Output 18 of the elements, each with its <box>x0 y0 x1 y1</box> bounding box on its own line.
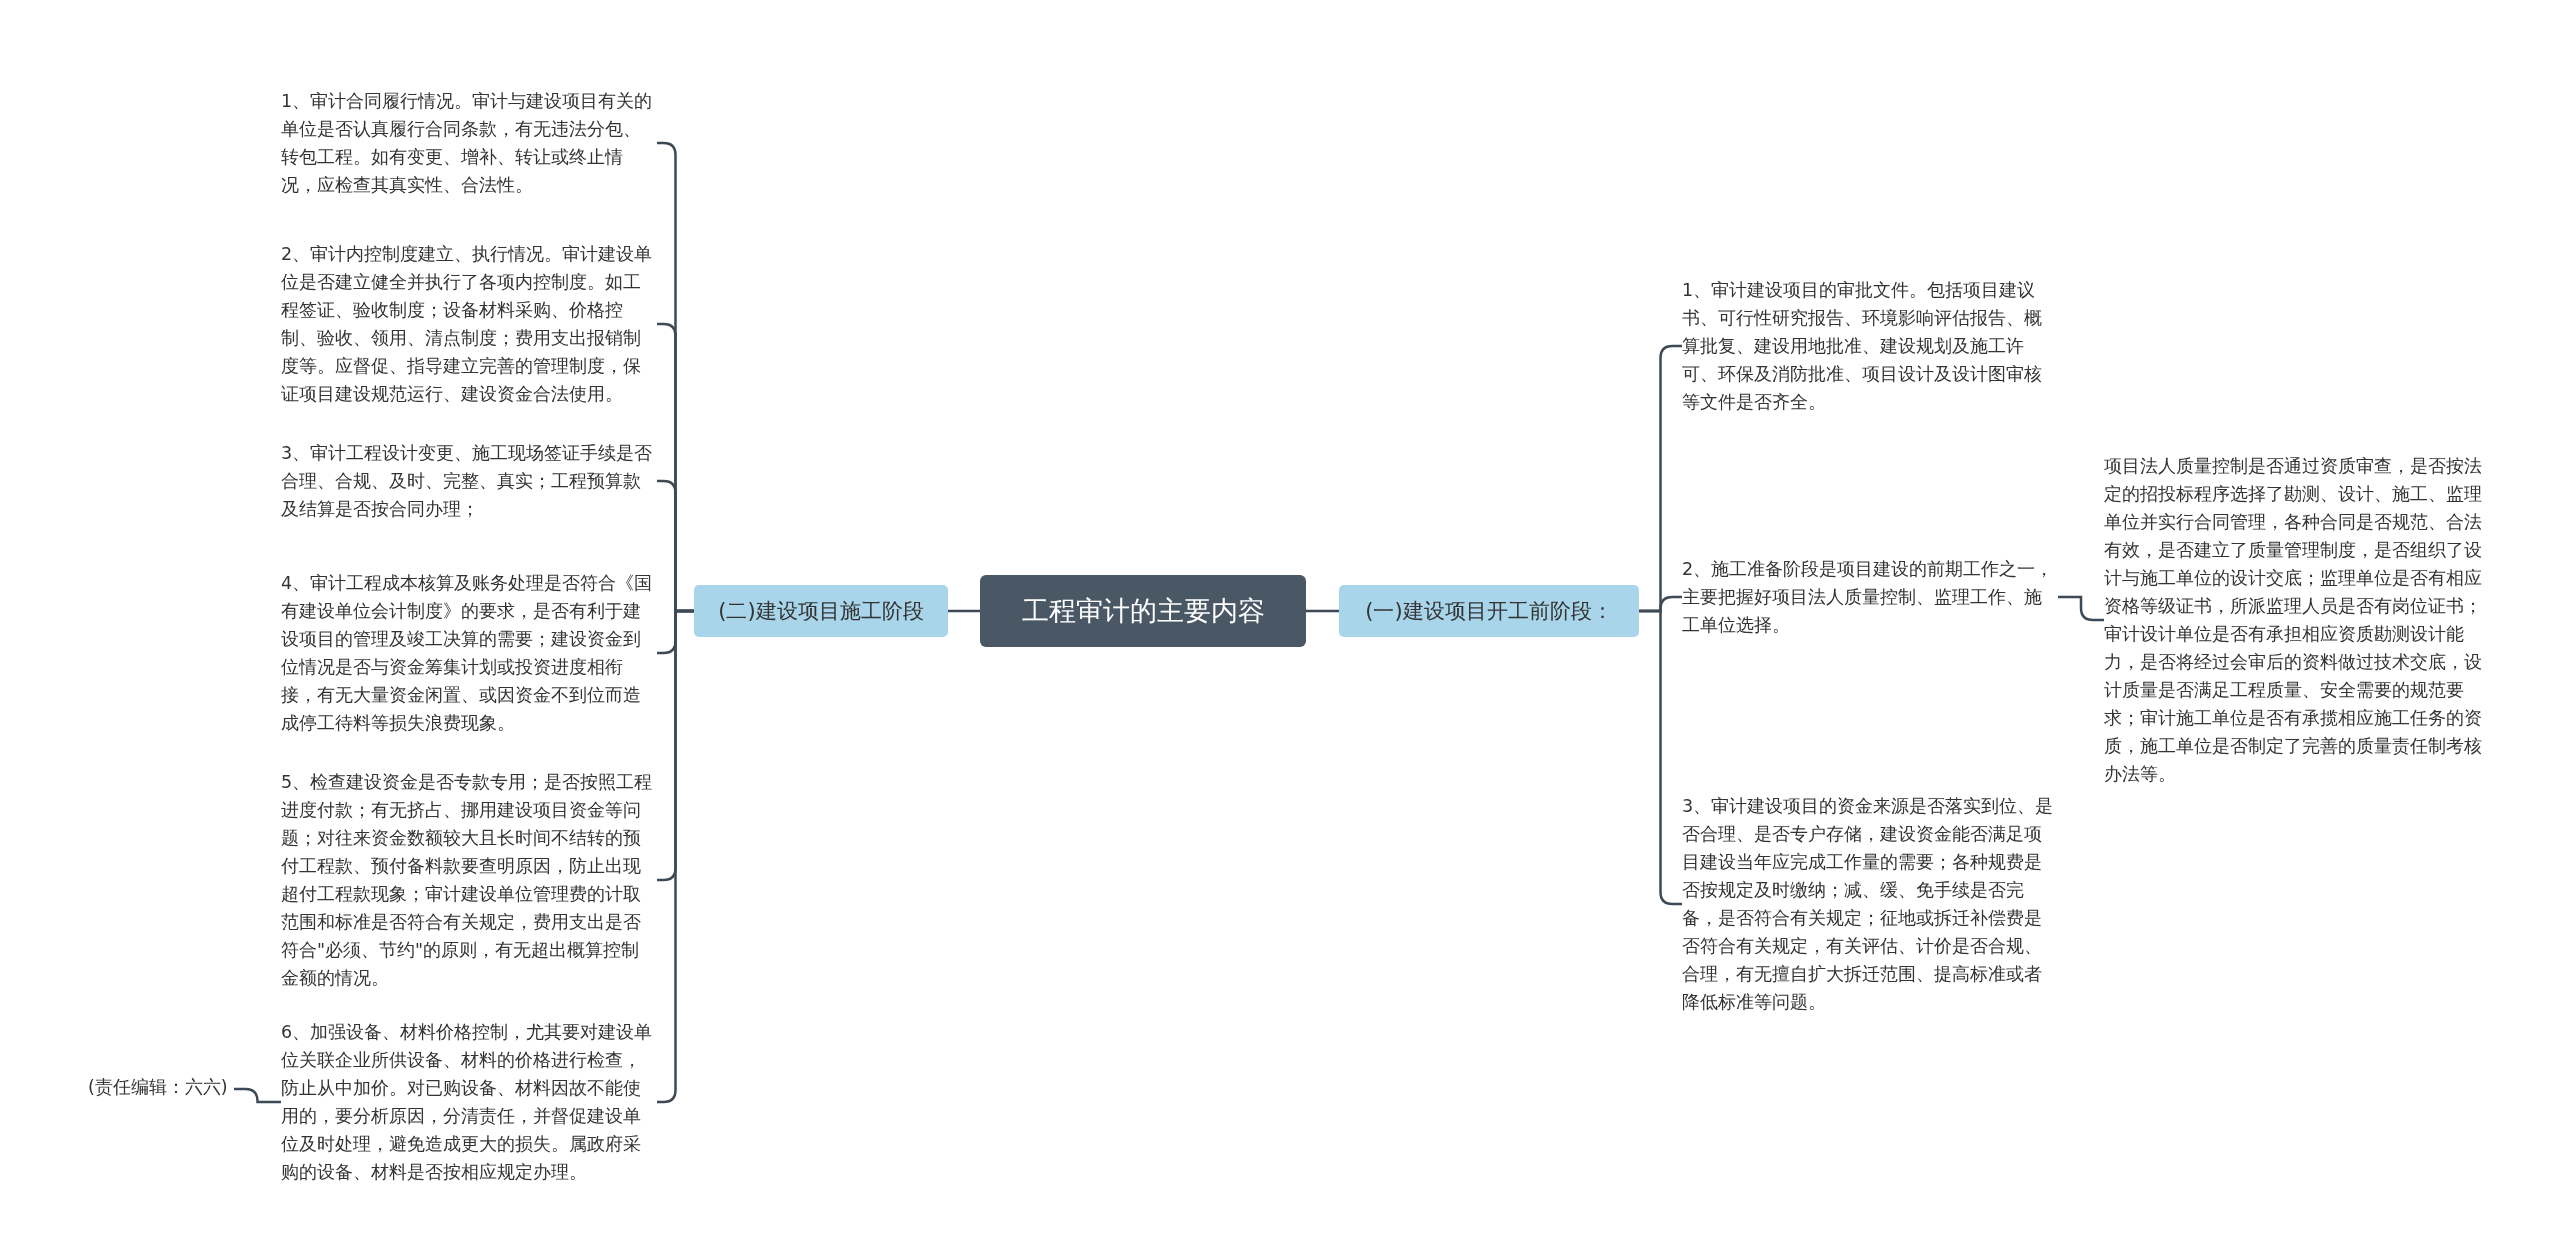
item-text: 2、施工准备阶段是项目建设的前期工作之一，主要把握好项目法人质量控制、监理工作、施工单位选择。 <box>1682 555 2058 639</box>
item-text: 项目法人质量控制是否通过资质审查，是否按法定的招投标程序选择了勘测、设计、施工、监理单位并实行合同管理，各种合同是否规范、合法有效，是否建立了质量管理制度，是否组织了设计与施工单位的设计交底；监理单位是否有相应资格等级证书，所派监理人员是否有岗位证书；审计设计单位是否有承担相应资质勘测设计能力，是否将经过会审后的资料做过技术交底，设计质量是否满足工程质量、安全需要的规范要求；审计施工单位是否有承揽相应施工任务的资质，施工单位是否制定了完善的质量责任制考核办法等。 <box>2104 452 2484 788</box>
item-text: 3、审计工程设计变更、施工现场签证手续是否合理、合规、及时、完整、真实；工程预算款及结算是否按合同办理； <box>281 439 657 523</box>
item-text: 2、审计内控制度建立、执行情况。审计建设单位是否建立健全并执行了各项内控制度。如工程签证、验收制度；设备材料采购、价格控制、验收、领用、清点制度；费用支出报销制度等。应督促、指导建立完善的管理制度，保证项目建设规范运行、建设资金合法使用。 <box>281 240 657 408</box>
topic-box: 工程审计的主要内容 <box>980 575 1306 647</box>
connector <box>948 609 980 613</box>
branch-box: (一)建设项目开工前阶段： <box>1339 585 1639 637</box>
item-text: 6、加强设备、材料价格控制，尤其要对建设单位关联企业所供设备、材料的价格进行检查，防止从中加价。对已购设备、材料因故不能使用的，要分析原因，分清责任，并督促建设单位及时处理，避免造成更大的损失。属政府采购的设备、材料是否按相应规定办理。 <box>281 1018 657 1186</box>
item-text: 4、审计工程成本核算及账务处理是否符合《国有建设单位会计制度》的要求，是否有利于建设项目的管理及竣工决算的需要；建设资金到位情况是否与资金筹集计划或投资进度相衔接，有无大量资金闲置、或因资金不到位而造成停工待料等损失浪费现象。 <box>281 569 657 737</box>
item-text: 3、审计建设项目的资金来源是否落实到位、是否合理、是否专户存储，建设资金能否满足项目建设当年应完成工作量的需要；各种规费是否按规定及时缴纳；减、缓、免手续是否完备，是否符合有关规定；征地或拆迁补偿费是否符合有关规定，有关评估、计价是否合规、合理，有无擅自扩大拆迁范围、提高标准或者降低标准等问题。 <box>1682 792 2058 1016</box>
branch-box: (二)建设项目施工阶段 <box>694 585 948 637</box>
connector <box>1306 609 1339 613</box>
connector <box>2058 595 2104 622</box>
item-text: 1、审计建设项目的审批文件。包括项目建议书、可行性研究报告、环境影响评估报告、概算批复、建设用地批准、建设规划及施工许可、环保及消防批准、项目设计及设计图审核等文件是否齐全。 <box>1682 276 2058 416</box>
connector <box>234 1087 281 1104</box>
item-text: 1、审计合同履行情况。审计与建设项目有关的单位是否认真履行合同条款，有无违法分包、转包工程。如有变更、增补、转让或终止情况，应检查其真实性、合法性。 <box>281 87 657 199</box>
item-text: 5、检查建设资金是否专款专用；是否按照工程进度付款；有无挤占、挪用建设项目资金等问题；对往来资金数额较大且长时间不结转的预付工程款、预付备料款要查明原因，防止出现超付工程款现象；审计建设单位管理费的计取范围和标准是否符合有关规定，费用支出是否符合"必须、节约"的原则，有无超出概算控制金额的情况。 <box>281 768 657 992</box>
editor-note: (责任编辑：六六) <box>88 1075 234 1103</box>
